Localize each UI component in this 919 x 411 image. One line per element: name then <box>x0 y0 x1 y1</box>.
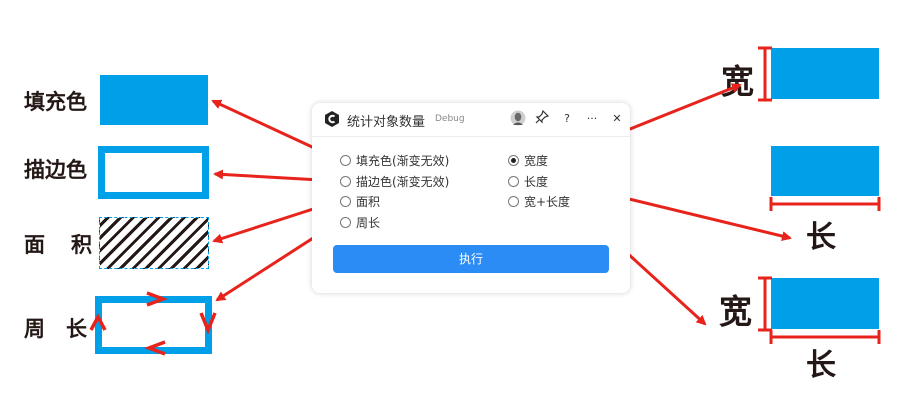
radio-label: 描边色(渐变无效) <box>356 174 450 189</box>
length-sample-rect <box>771 146 879 196</box>
radio-indicator[interactable] <box>340 195 351 207</box>
width-dimension-1 <box>758 46 772 102</box>
width-sample-rect <box>771 48 879 99</box>
radio-fill-color[interactable]: 填充色(渐变无效) <box>340 151 449 169</box>
perimeter-chevrons <box>89 291 217 356</box>
label-stroke: 描边色 <box>24 158 87 182</box>
radio-label: 面积 <box>356 194 381 209</box>
pin-icon <box>535 109 550 124</box>
label-width-2: 宽 <box>719 292 752 331</box>
area-hatch-rect <box>99 217 209 269</box>
label-length-1: 长 <box>806 220 836 255</box>
app-logo-icon <box>325 111 339 127</box>
label-perimeter-1: 周 <box>24 317 45 341</box>
more-button[interactable]: ··· <box>586 112 598 125</box>
radio-indicator[interactable] <box>340 175 351 187</box>
radio-width-plus-length[interactable]: 宽+长度 <box>508 192 570 210</box>
radio-indicator[interactable] <box>340 154 351 166</box>
avatar-icon <box>510 110 526 126</box>
label-area-1: 面 <box>24 233 45 257</box>
radio-label: 填充色(渐变无效) <box>356 153 450 168</box>
label-perimeter-2: 长 <box>66 317 87 341</box>
help-button[interactable]: ? <box>564 112 570 125</box>
dialog-title: 统计对象数量 <box>347 115 426 130</box>
radio-indicator[interactable] <box>508 175 519 187</box>
pin-button[interactable] <box>533 109 551 128</box>
dialog-titlebar[interactable]: 统计对象数量 Debug ? ··· ✕ <box>312 103 630 137</box>
debug-tag: Debug <box>435 114 465 124</box>
length-dimension-1 <box>769 197 881 211</box>
radio-label: 宽度 <box>524 153 549 168</box>
radio-label: 周长 <box>356 215 381 230</box>
radio-width[interactable]: 宽度 <box>508 151 548 169</box>
radio-perimeter[interactable]: 周长 <box>340 213 380 231</box>
label-width-1: 宽 <box>721 62 754 101</box>
radio-length[interactable]: 长度 <box>508 172 548 190</box>
count-objects-dialog: 统计对象数量 Debug ? ··· ✕ 填充色(渐变无效) 描边色(渐变无效) <box>312 103 630 293</box>
length-dimension-2 <box>769 330 881 344</box>
radio-label: 长度 <box>524 174 549 189</box>
radio-indicator-selected[interactable] <box>508 154 519 166</box>
fill-sample-rect <box>100 75 208 125</box>
width-dimension-2 <box>758 276 772 332</box>
radio-stroke-color[interactable]: 描边色(渐变无效) <box>340 172 449 190</box>
avatar[interactable] <box>509 110 527 128</box>
stroke-sample-rect <box>98 146 209 199</box>
radio-area[interactable]: 面积 <box>340 192 380 210</box>
label-area-2: 积 <box>71 233 92 257</box>
close-button[interactable]: ✕ <box>612 112 622 125</box>
radio-indicator[interactable] <box>340 216 351 228</box>
width-length-sample-rect <box>771 278 879 329</box>
radio-label: 宽+长度 <box>524 194 571 209</box>
radio-indicator[interactable] <box>508 195 519 207</box>
label-length-2: 长 <box>806 348 836 383</box>
label-fill: 填充色 <box>24 90 87 114</box>
run-button[interactable]: 执行 <box>333 245 609 273</box>
